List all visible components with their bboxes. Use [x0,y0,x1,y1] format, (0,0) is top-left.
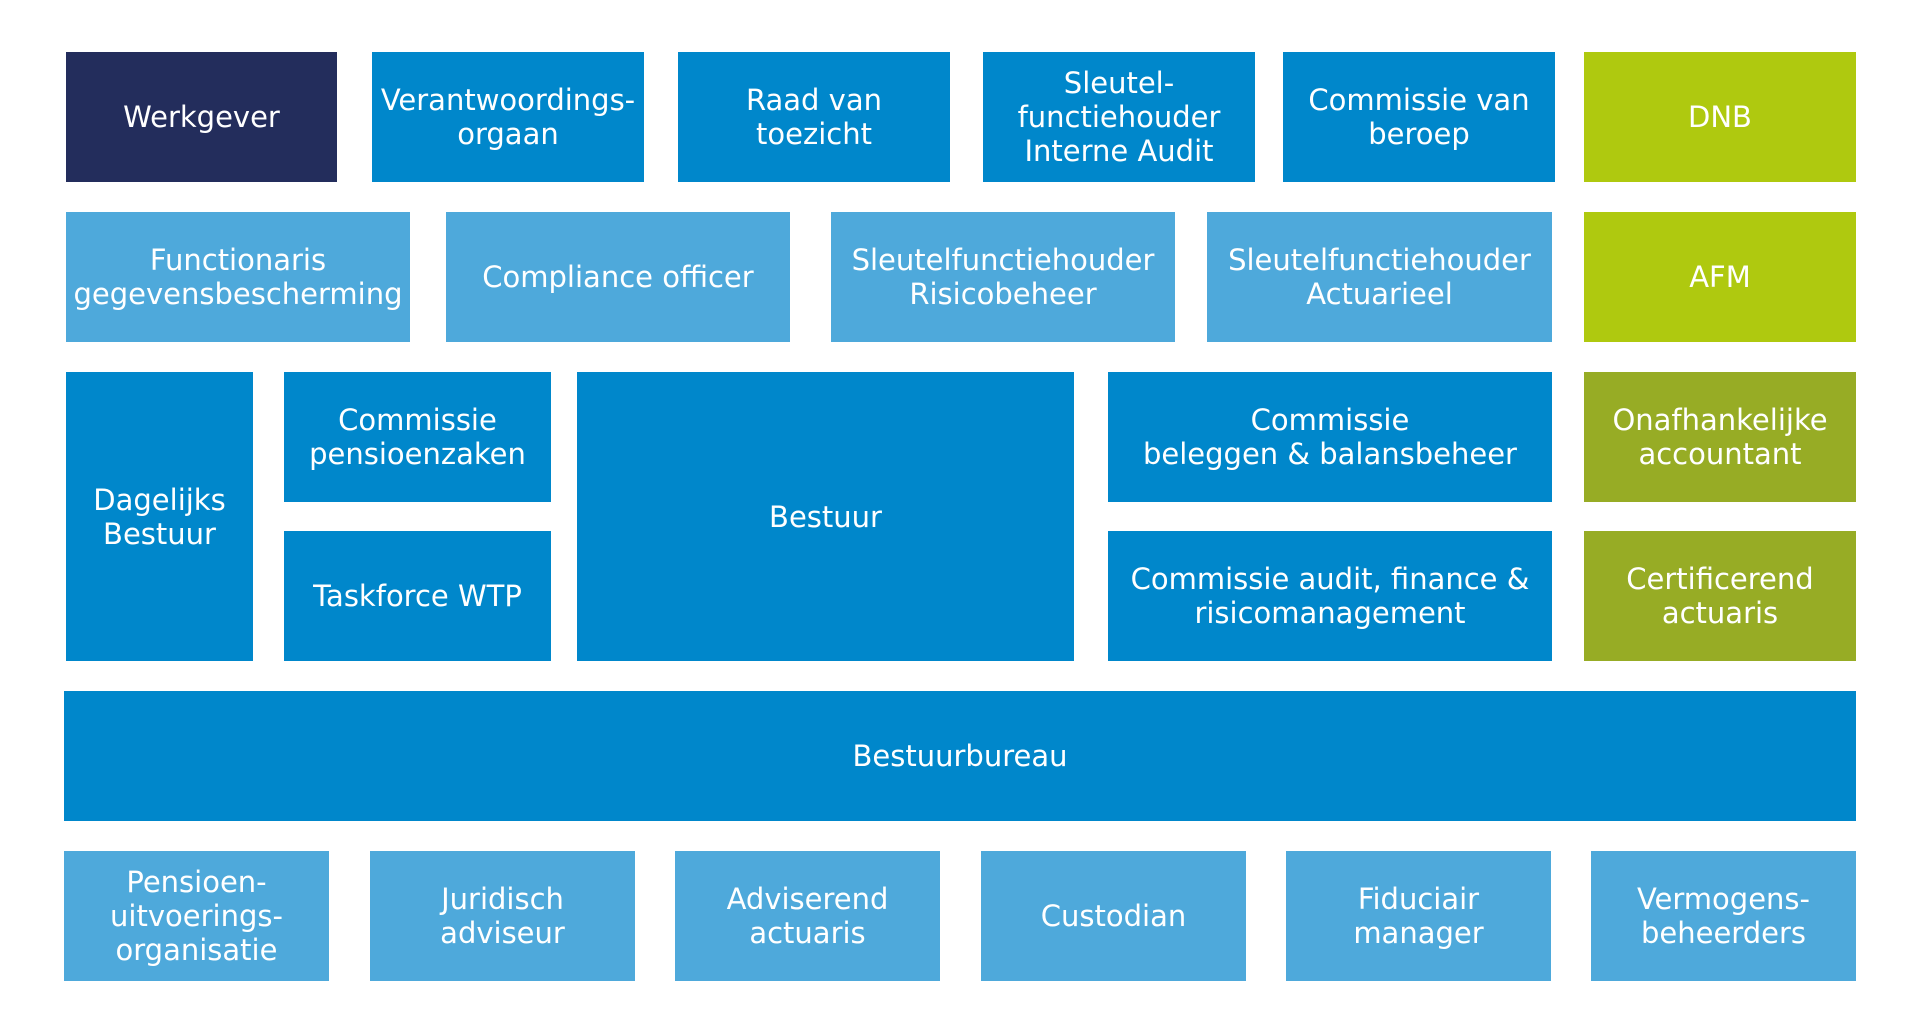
box-sleutelfunctiehouder-risicobeheer: Sleutelfunctiehouder Risicobeheer [831,212,1175,342]
box-bestuur: Bestuur [577,372,1074,661]
box-werkgever: Werkgever [66,52,337,182]
box-onafhankelijke-accountant: Onafhankelijke accountant [1584,372,1856,502]
box-juridisch-adviseur: Juridisch adviseur [370,851,635,981]
box-verantwoordingsorgaan: Verantwoordings- orgaan [372,52,644,182]
box-dagelijks-bestuur: Dagelijks Bestuur [66,372,253,661]
box-fiduciair-manager: Fiduciair manager [1286,851,1551,981]
box-sleutelfunctiehouder-interne-audit: Sleutel- functiehouder Interne Audit [983,52,1255,182]
box-commissie-pensioenzaken: Commissie pensioenzaken [284,372,551,502]
box-functionaris-gegevensbescherming: Functionaris gegevensbescherming [66,212,410,342]
box-vermogensbeheerders: Vermogens- beheerders [1591,851,1856,981]
box-taskforce-wtp: Taskforce WTP [284,531,551,661]
box-compliance-officer: Compliance officer [446,212,790,342]
box-adviserend-actuaris: Adviserend actuaris [675,851,940,981]
box-bestuurbureau: Bestuurbureau [64,691,1856,821]
box-commissie-audit-finance-risicomanagement: Commissie audit, finance & risicomanagem… [1108,531,1552,661]
box-raad-van-toezicht: Raad van toezicht [678,52,950,182]
box-sleutelfunctiehouder-actuarieel: Sleutelfunctiehouder Actuarieel [1207,212,1552,342]
box-dnb: DNB [1584,52,1856,182]
box-pensioenuitvoeringsorganisatie: Pensioen- uitvoerings- organisatie [64,851,329,981]
box-certificerend-actuaris: Certificerend actuaris [1584,531,1856,661]
box-commissie-van-beroep: Commissie van beroep [1283,52,1555,182]
box-afm: AFM [1584,212,1856,342]
box-commissie-beleggen-balansbeheer: Commissie beleggen & balansbeheer [1108,372,1552,502]
box-custodian: Custodian [981,851,1246,981]
